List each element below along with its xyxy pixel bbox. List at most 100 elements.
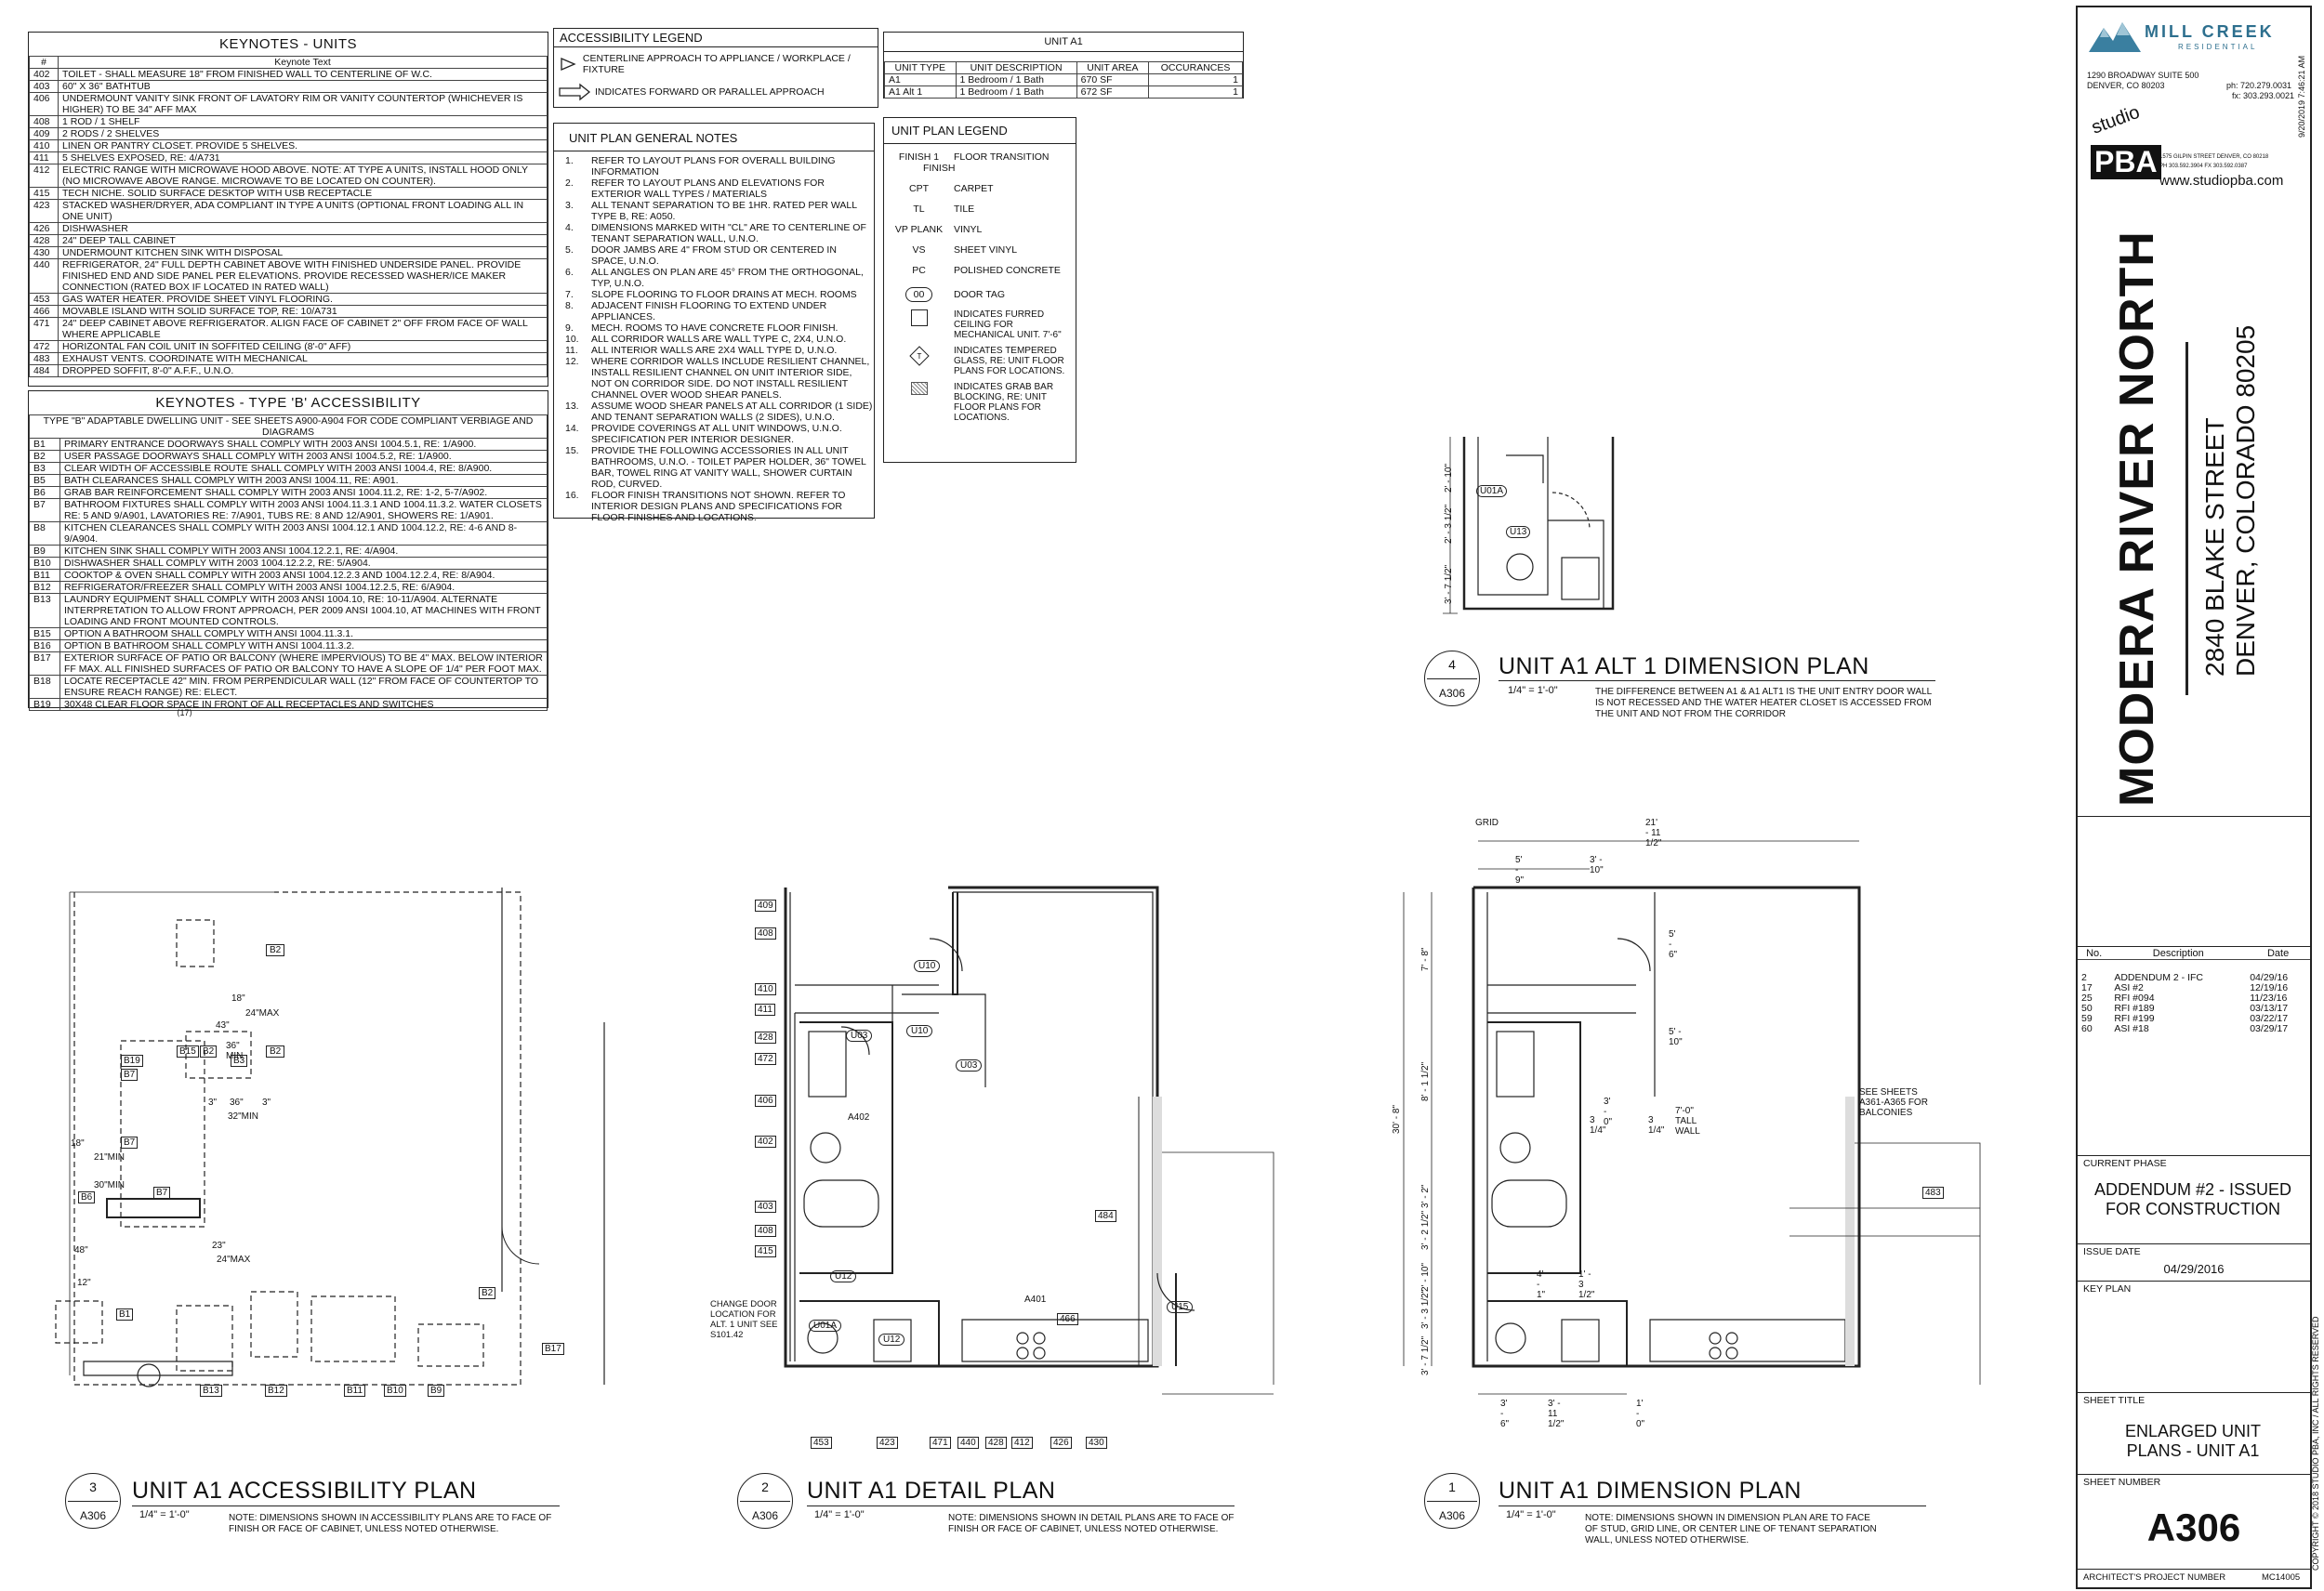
sheet-number: A306 bbox=[2146, 1506, 2241, 1549]
sheet-ref: A306 bbox=[751, 1509, 779, 1522]
keynote-text: UNDERMOUNT KITCHEN SINK WITH DISPOSAL bbox=[58, 246, 548, 259]
pba-logo: PBA bbox=[2091, 145, 2161, 179]
furred-ceiling-text: INDICATES FURRED CEILING FOR MECHANICAL … bbox=[954, 309, 1062, 340]
keynote-text: 24" DEEP CABINET ABOVE REFRIGERATOR. ALI… bbox=[58, 317, 548, 341]
dim-label: 30' - 8" bbox=[1392, 1104, 1402, 1134]
keynote-tag: 466 bbox=[1057, 1313, 1078, 1325]
keynote-text: ELECTRIC RANGE WITH MICROWAVE HOOD ABOVE… bbox=[58, 164, 548, 188]
door-tag: U15 bbox=[1167, 1301, 1194, 1313]
general-note: 4.DIMENSIONS MARKED WITH "CL" ARE TO CEN… bbox=[554, 222, 874, 244]
client-address-1: 1290 BROADWAY SUITE 500 bbox=[2087, 71, 2199, 80]
plan-number: 2 bbox=[761, 1479, 769, 1494]
unit-table-title: UNIT A1 bbox=[884, 33, 1243, 52]
legend-code: PC bbox=[912, 265, 926, 276]
project-number: MC14005 bbox=[2262, 1572, 2301, 1583]
plan-3-bubble: 3 A306 bbox=[65, 1473, 121, 1529]
keynote-tag: 408 bbox=[755, 1225, 776, 1237]
keynote-tag: 440 bbox=[957, 1437, 979, 1449]
tb-divider bbox=[2078, 1243, 2310, 1244]
plan-3-drawing bbox=[55, 888, 605, 1386]
accessibility-legend-title: ACCESSIBILITY LEGEND bbox=[554, 29, 878, 47]
general-notes-list: 1. REFER TO LAYOUT PLANS FOR OVERALL BUIL… bbox=[554, 151, 874, 523]
general-note-number: 11. bbox=[565, 345, 578, 356]
keynote-tag: 471 bbox=[930, 1437, 951, 1449]
accessibility-legend: ACCESSIBILITY LEGEND CENTERLINE APPROACH… bbox=[553, 28, 878, 108]
general-note-number: 3. bbox=[565, 200, 574, 211]
dim-label: 5' - 9" bbox=[1515, 855, 1525, 886]
b13-tag: B13 bbox=[200, 1385, 222, 1397]
sheet-ref: A306 bbox=[79, 1509, 107, 1522]
plan-1-title: UNIT A1 DIMENSION PLAN bbox=[1499, 1478, 1802, 1504]
b10-tag: B10 bbox=[384, 1385, 406, 1397]
tb-divider bbox=[2078, 816, 2310, 817]
client-fax: fx: 303.293.0021 bbox=[2232, 91, 2295, 100]
mill-creek-logo-icon bbox=[2089, 22, 2141, 52]
studio-word: studio bbox=[2089, 101, 2143, 138]
dim-label: 43" bbox=[216, 1020, 230, 1031]
general-note-number: 4. bbox=[565, 222, 574, 233]
keynote-tag: 453 bbox=[811, 1437, 832, 1449]
keynote-b-text: 30X48 CLEAR FLOOR SPACE IN FRONT OF ALL … bbox=[59, 698, 548, 711]
door-tag: U03 bbox=[846, 1030, 873, 1042]
dim-label: 32"MIN bbox=[228, 1111, 259, 1122]
double-arrow-icon bbox=[559, 83, 591, 101]
dim-label: 2' - 3 1/2" bbox=[1444, 504, 1454, 544]
keynote-tag: 484 bbox=[1095, 1210, 1116, 1222]
general-note: 5.DOOR JAMBS ARE 4" FROM STUD OR CENTERE… bbox=[554, 244, 874, 267]
door-tag: U13 bbox=[1506, 526, 1531, 538]
sheet-number-label: SHEET NUMBER bbox=[2083, 1477, 2161, 1488]
b7-tag: B7 bbox=[121, 1137, 139, 1149]
keynote-tag: 406 bbox=[755, 1095, 776, 1107]
key-plan-label: KEY PLAN bbox=[2083, 1283, 2132, 1295]
plan-4-drawing bbox=[1443, 437, 1615, 614]
general-note: 3.ALL TENANT SEPARATION TO BE 1HR. RATED… bbox=[554, 200, 874, 222]
dim-label: 1' - 0" bbox=[1636, 1399, 1645, 1429]
tb-divider bbox=[2078, 946, 2310, 947]
general-note-number: 9. bbox=[565, 322, 574, 334]
dim-label: 36" MIN bbox=[226, 1041, 244, 1061]
b2-tag: B2 bbox=[479, 1287, 496, 1299]
keynote-number: 423 bbox=[29, 199, 59, 223]
general-note-number: 1. bbox=[565, 155, 574, 166]
grab-bar-icon bbox=[910, 382, 928, 395]
dim-label: 24"MAX bbox=[245, 1008, 280, 1019]
general-note-number: 15. bbox=[565, 445, 579, 456]
b2-tag: B2 bbox=[266, 1045, 285, 1058]
general-note-text: REFER TO LAYOUT PLANS FOR OVERALL BUILDI… bbox=[591, 155, 836, 178]
door-tag: U10 bbox=[906, 1025, 933, 1037]
b11-tag: B11 bbox=[344, 1385, 366, 1397]
general-note-text: PROVIDE THE FOLLOWING ACCESSORIES IN ALL… bbox=[591, 445, 866, 490]
general-note-number: 13. bbox=[565, 401, 579, 412]
general-note: 13.ASSUME WOOD SHEAR PANELS AT ALL CORRI… bbox=[554, 401, 874, 423]
keynote-tag: 426 bbox=[1050, 1437, 1072, 1449]
unit-table-cell: 1 Bedroom / 1 Bath bbox=[955, 85, 1077, 99]
sheet-ref: A306 bbox=[1438, 1509, 1466, 1522]
general-note: 11.ALL INTERIOR WALLS ARE 2X4 WALL TYPE … bbox=[554, 345, 874, 356]
dim-label: 4' - 1" bbox=[1537, 1269, 1546, 1300]
revision-cell: RFI #094 bbox=[2114, 993, 2155, 1004]
revision-cell: 17 bbox=[2081, 982, 2093, 993]
dim-label: 8' - 1 1/2" bbox=[1420, 1061, 1431, 1101]
current-phase-label: CURRENT PHASE bbox=[2083, 1158, 2167, 1169]
title-block: MILL CREEK RESIDENTIAL 1290 BROADWAY SUI… bbox=[2076, 6, 2312, 1589]
plan-4-title: UNIT A1 ALT 1 DIMENSION PLAN bbox=[1499, 653, 1869, 679]
general-note: 7.SLOPE FLOORING TO FLOOR DRAINS AT MECH… bbox=[554, 289, 874, 300]
keynote-b-number: B5 bbox=[29, 474, 60, 487]
keynote-tag: 411 bbox=[755, 1004, 775, 1016]
keynote-text: STACKED WASHER/DRYER, ADA COMPLIANT IN T… bbox=[58, 199, 548, 223]
print-timestamp: 9/20/2019 7:46:21 AM bbox=[2297, 55, 2306, 138]
dim-label: 23" bbox=[212, 1241, 226, 1251]
unit-table-cell: 1 Bedroom / 1 Bath bbox=[955, 73, 1077, 86]
keynote-b-text: USER PASSAGE DOORWAYS SHALL COMPLY WITH … bbox=[59, 450, 548, 463]
plan-2-title: UNIT A1 DETAIL PLAN bbox=[807, 1478, 1056, 1504]
